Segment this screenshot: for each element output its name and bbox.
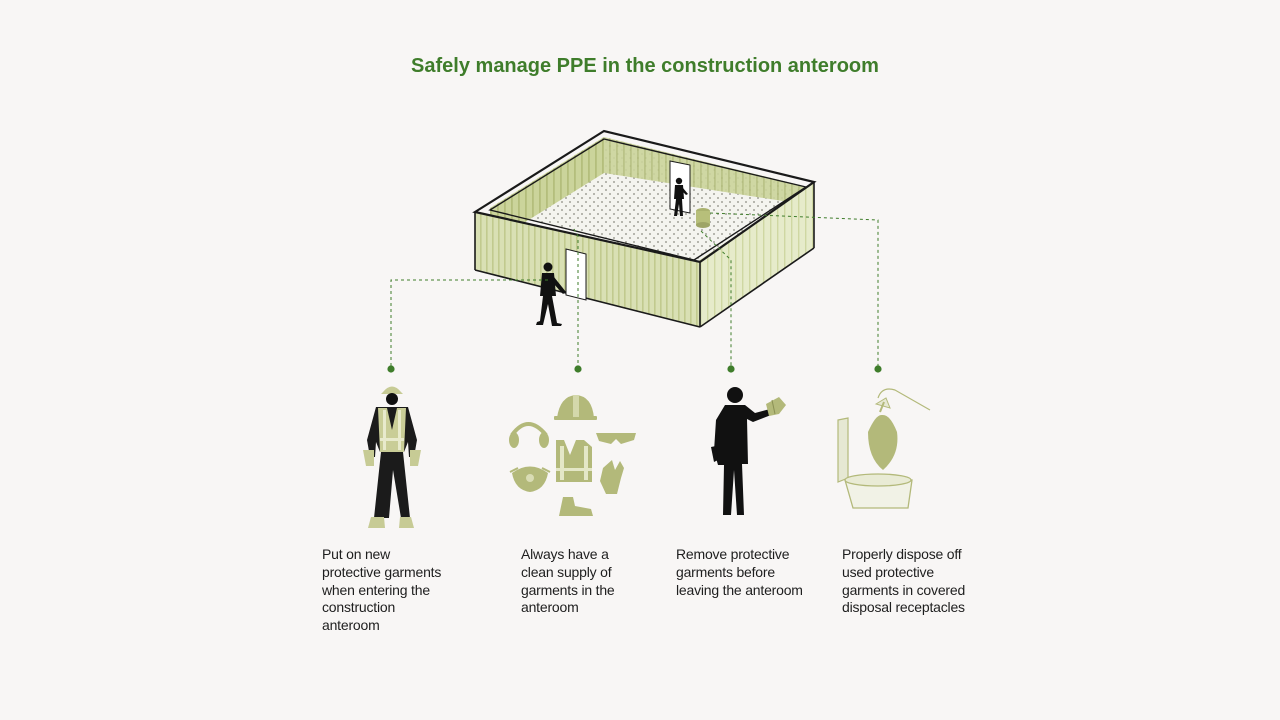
disposal-receptacle-icon xyxy=(837,388,931,509)
person-removing-garment-icon xyxy=(711,387,786,515)
anteroom-building xyxy=(472,129,817,328)
safety-glasses-icon xyxy=(596,433,636,444)
step-caption-put-on: Put on new protective garments when ente… xyxy=(322,546,442,634)
work-glove-icon xyxy=(600,460,624,494)
safety-vest-icon xyxy=(556,440,592,482)
connector-dots xyxy=(387,365,882,373)
step-caption-supply: Always have a clean supply of garments i… xyxy=(521,546,615,616)
respirator-mask-icon xyxy=(509,466,551,492)
step-caption-remove: Remove protective garments before leavin… xyxy=(676,546,803,598)
page-title: Safely manage PPE in the construction an… xyxy=(411,55,879,77)
ppe-supply-icon xyxy=(509,395,636,516)
connector-lines xyxy=(390,212,879,369)
person-entering-icon xyxy=(536,262,566,326)
step-caption-dispose: Properly dispose off used protective gar… xyxy=(842,546,966,616)
safety-boot-icon xyxy=(559,497,593,516)
person-inside-icon xyxy=(674,177,688,216)
hard-hat-icon xyxy=(554,395,597,420)
ear-muffs-icon xyxy=(509,422,549,448)
worker-in-ppe-icon xyxy=(363,386,421,528)
